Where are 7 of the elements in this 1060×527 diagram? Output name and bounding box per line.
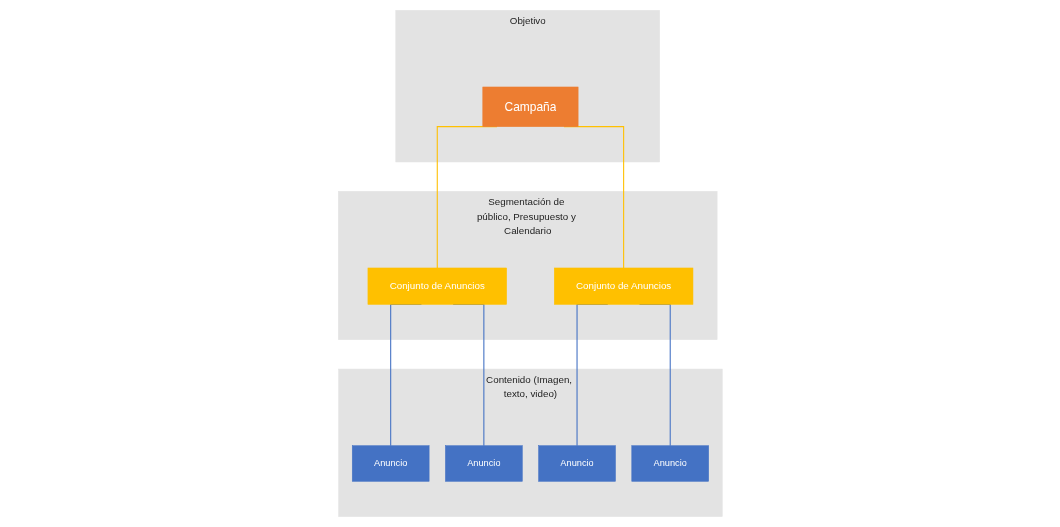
node-box: Anuncio [631, 445, 709, 482]
node-box: Anuncio [444, 445, 523, 482]
node-box: Anuncio [538, 445, 616, 482]
node-box: Conjunto de Anuncios [553, 267, 693, 305]
node-box: Campaña [482, 86, 579, 127]
node-box: Anuncio [351, 445, 430, 482]
node-box: Conjunto de Anuncios [367, 267, 507, 305]
